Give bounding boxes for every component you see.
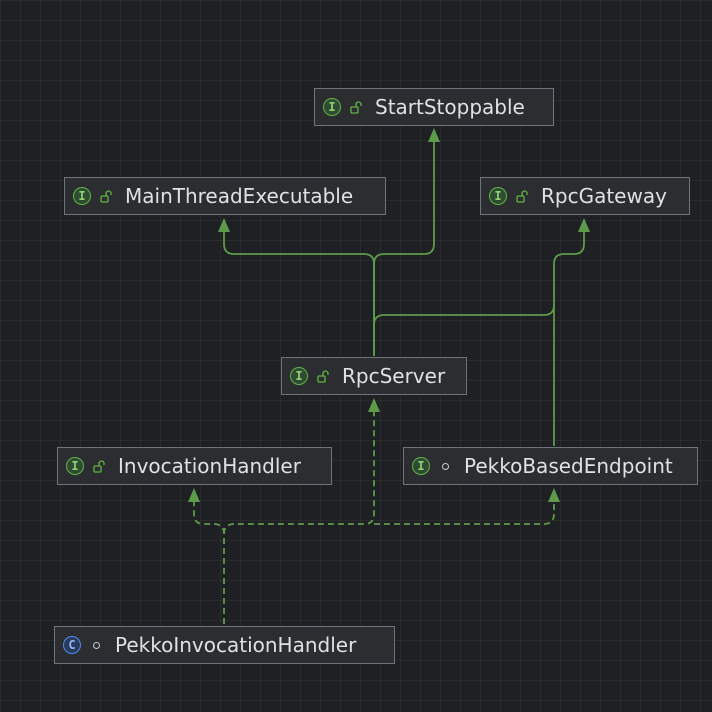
arrowhead-invocationhandler xyxy=(188,488,200,502)
node-main-thread-executable[interactable]: I MainThreadExecutable xyxy=(64,177,386,215)
node-start-stoppable[interactable]: I StartStoppable xyxy=(314,88,554,126)
edge-rpcserver-rpcgateway xyxy=(373,230,585,356)
unlock-icon xyxy=(349,100,363,114)
node-pekko-based-endpoint[interactable]: I PekkoBasedEndpoint xyxy=(403,447,698,485)
interface-icon: I xyxy=(323,98,341,116)
node-rpc-server[interactable]: I RpcServer xyxy=(281,357,467,395)
node-pekko-invocation-handler[interactable]: C PekkoInvocationHandler xyxy=(54,626,395,664)
interface-icon: I xyxy=(412,457,430,475)
arrowhead-rpcserver xyxy=(368,398,380,412)
package-private-icon xyxy=(89,638,103,652)
interface-icon: I xyxy=(489,187,507,205)
interface-icon: I xyxy=(290,367,308,385)
node-label: RpcGateway xyxy=(541,184,667,208)
edge-rpcserver-mainthreadexecutable xyxy=(223,230,375,356)
node-invocation-handler[interactable]: I InvocationHandler xyxy=(57,447,332,485)
arrowhead-rpcgateway xyxy=(578,218,590,232)
edge-pekkoinvocationhandler-invocationhandler xyxy=(193,500,225,624)
arrowhead-startstoppable xyxy=(428,128,440,142)
edge-rpcserver-startstoppable xyxy=(373,140,435,356)
node-label: InvocationHandler xyxy=(118,454,301,478)
class-icon: C xyxy=(63,636,81,654)
node-label: RpcServer xyxy=(342,364,446,388)
package-private-icon xyxy=(438,459,452,473)
edge-pekkoinvocationhandler-pekkobasedendpoint xyxy=(374,500,555,525)
arrowhead-pekkobasedendpoint xyxy=(548,488,560,502)
node-label: PekkoBasedEndpoint xyxy=(464,454,673,478)
node-label: StartStoppable xyxy=(375,95,525,119)
interface-icon: I xyxy=(73,187,91,205)
node-rpc-gateway[interactable]: I RpcGateway xyxy=(480,177,690,215)
unlock-icon xyxy=(515,189,529,203)
unlock-icon xyxy=(316,369,330,383)
node-label: PekkoInvocationHandler xyxy=(115,633,357,657)
unlock-icon xyxy=(99,189,113,203)
unlock-icon xyxy=(92,459,106,473)
node-label: MainThreadExecutable xyxy=(125,184,354,208)
interface-icon: I xyxy=(66,457,84,475)
arrowhead-mainthreadexecutable xyxy=(218,218,230,232)
